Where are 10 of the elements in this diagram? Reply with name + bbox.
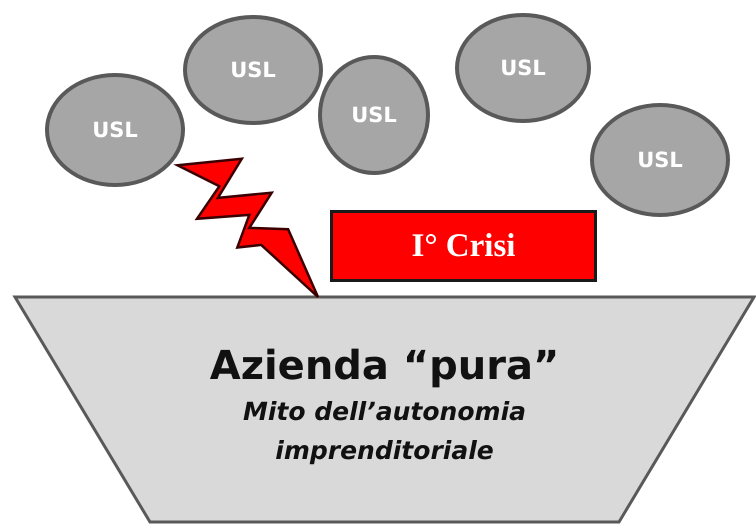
oval-label: USL — [637, 148, 683, 172]
subtitle: Mito dell’autonomia imprenditoriale — [242, 396, 528, 467]
oval-label: USL — [92, 118, 138, 142]
oval-label: USL — [351, 103, 397, 127]
heading: Azienda “pura” — [210, 343, 560, 389]
crisis-label: I° Crisi — [412, 228, 516, 264]
crisis-label-box — [330, 210, 597, 282]
oval-label: USL — [500, 56, 546, 80]
oval-label: USL — [230, 58, 276, 82]
lightning-bolt — [173, 157, 320, 298]
